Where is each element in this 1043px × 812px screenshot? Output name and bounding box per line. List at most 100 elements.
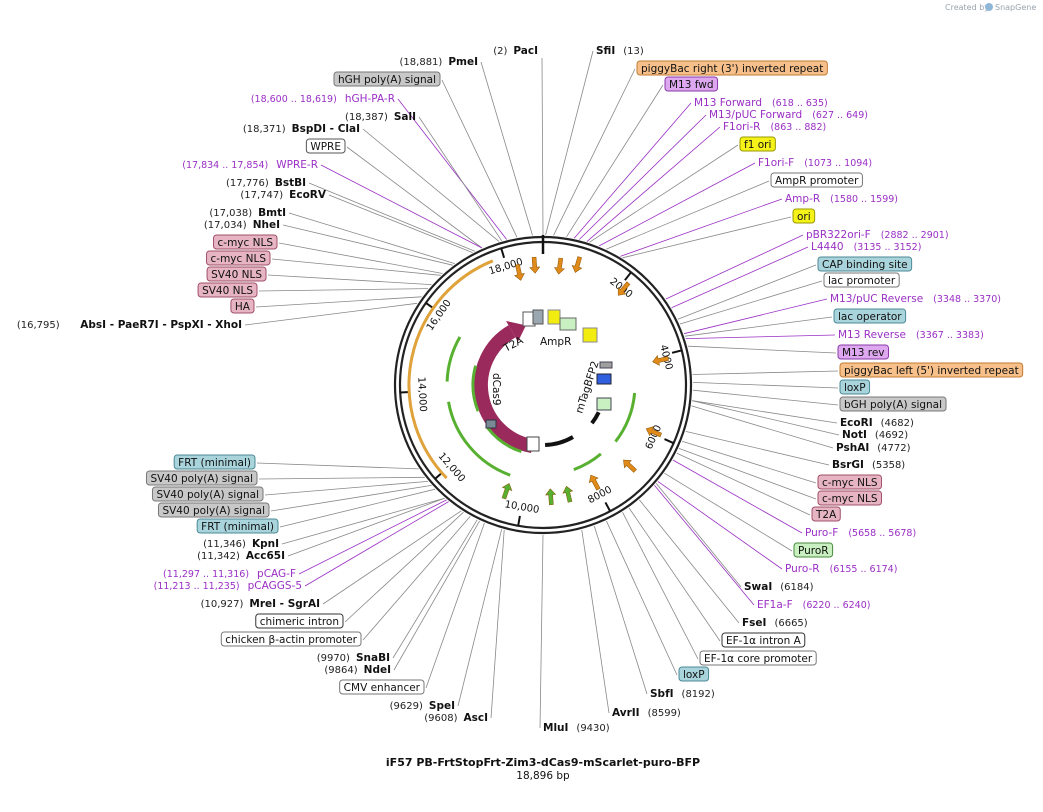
enzyme-position: (9608)	[424, 713, 457, 724]
map-label-c-myc-nls[interactable]: c-myc NLS	[206, 250, 271, 266]
map-label-m13-puc-forward[interactable]: M13/pUC Forward(627 .. 649)	[709, 109, 868, 121]
map-label-hgh-poly-a-signal[interactable]: hGH poly(A) signal	[333, 71, 441, 87]
feature-label-box	[770, 172, 863, 188]
map-label-fsei[interactable]: FseI(6665)	[742, 617, 808, 629]
map-label-nhei[interactable]: NheI(17,034)	[204, 219, 280, 231]
leader-line	[566, 84, 664, 238]
map-label-kpni[interactable]: KpnI(11,346)	[203, 538, 279, 550]
map-label-ecorv[interactable]: EcoRV(17,747)	[240, 189, 326, 201]
feature-glyph	[547, 309, 561, 325]
enzyme-position: (4772)	[877, 443, 910, 454]
primer-position: (863 .. 882)	[770, 122, 826, 133]
map-label-f1-ori[interactable]: f1 ori	[739, 136, 776, 152]
map-label-mlui[interactable]: MluI(9430)	[543, 722, 610, 734]
enzyme-name-extra: - ClaI	[326, 123, 360, 135]
map-label-chimeric-intron[interactable]: chimeric intron	[255, 613, 344, 629]
map-label-f1ori-f[interactable]: F1ori-F(1073 .. 1094)	[758, 157, 872, 169]
map-label-sfii[interactable]: SfiI(13)	[596, 45, 644, 57]
map-label-sbfi[interactable]: SbfI(8192)	[650, 688, 715, 700]
map-label-sv40-nls[interactable]: SV40 NLS	[206, 266, 267, 282]
map-label-cap-binding-site[interactable]: CAP binding site	[817, 256, 913, 272]
primer-name: M13/pUC Forward	[709, 109, 802, 121]
map-label-c-myc-nls[interactable]: c-myc NLS	[817, 490, 882, 506]
map-label-c-myc-nls[interactable]: c-myc NLS	[213, 234, 278, 250]
map-label-ecori[interactable]: EcoRI(4682)	[840, 417, 914, 429]
map-label-ef-1-intron-a[interactable]: EF-1α intron A	[721, 632, 806, 648]
map-label-bgh-poly-a-signal[interactable]: bGH poly(A) signal	[839, 396, 947, 412]
map-label-m13-puc-reverse[interactable]: M13/pUC Reverse(3348 .. 3370)	[830, 293, 1001, 305]
enzyme-name-main: SpeI	[429, 700, 455, 712]
feature-label-box	[739, 136, 776, 152]
map-label-pcaggs-5[interactable]: pCAGGS-5(11,213 .. 11,235)	[154, 580, 302, 592]
map-label-piggybac-left-5-inverted-repeat[interactable]: piggyBac left (5') inverted repeat	[839, 362, 1024, 378]
map-label-paci[interactable]: PacI(2)	[493, 45, 538, 57]
leader-line	[258, 288, 429, 292]
map-label-hgh-pa-r[interactable]: hGH-PA-R(18,600 .. 18,619)	[251, 93, 395, 105]
map-label-bmti[interactable]: BmtI(17,038)	[209, 207, 286, 219]
feature-direction-arrow	[514, 263, 525, 281]
map-label-lac-promoter[interactable]: lac promoter	[823, 272, 900, 288]
map-label-amp-r[interactable]: Amp-R(1580 .. 1599)	[785, 193, 898, 205]
enzyme-position: (18,387)	[345, 112, 388, 123]
map-label-wpre[interactable]: WPRE	[305, 138, 346, 154]
map-label-sv40-nls[interactable]: SV40 NLS	[197, 282, 258, 298]
primer-position: (2882 .. 2901)	[881, 230, 949, 241]
map-label-loxp[interactable]: loxP	[839, 379, 871, 395]
map-label-frt-minimal[interactable]: FRT (minimal)	[173, 454, 256, 470]
enzyme-name-main: BmtI	[258, 207, 286, 219]
map-label-pshai[interactable]: PshAI(4772)	[836, 442, 911, 454]
map-label-m13-rev[interactable]: M13 rev	[837, 344, 890, 360]
map-label-ha[interactable]: HA	[230, 298, 255, 314]
map-label-sv40-poly-a-signal[interactable]: SV40 poly(A) signal	[145, 470, 258, 486]
map-label-mrei[interactable]: MreI - SgrAI(10,927)	[201, 598, 320, 610]
map-label-pbr322ori-f[interactable]: pBR322ori-F(2882 .. 2901)	[806, 229, 949, 241]
map-label-bstbi[interactable]: BstBI(17,776)	[226, 177, 306, 189]
map-label-loxp[interactable]: loxP	[678, 666, 710, 682]
map-label-c-myc-nls[interactable]: c-myc NLS	[817, 474, 882, 490]
primer-position: (6155 .. 6174)	[830, 564, 898, 575]
map-label-asci[interactable]: AscI(9608)	[424, 712, 488, 724]
leader-line	[685, 334, 836, 339]
map-label-t2a[interactable]: T2A	[811, 506, 841, 522]
map-label-ndei[interactable]: NdeI(9864)	[324, 664, 391, 676]
map-label-ori[interactable]: ori	[792, 208, 816, 224]
map-label-sv40-poly-a-signal[interactable]: SV40 poly(A) signal	[157, 502, 270, 518]
map-label-noti[interactable]: NotI(4692)	[842, 429, 908, 441]
map-label-l4440[interactable]: L4440(3135 .. 3152)	[811, 241, 921, 253]
feature-label-box	[837, 344, 890, 360]
map-label-ef1a-f[interactable]: EF1a-F(6220 .. 6240)	[757, 599, 870, 611]
map-label-puro-f[interactable]: Puro-F(5658 .. 5678)	[805, 527, 916, 539]
map-label-swai[interactable]: SwaI(6184)	[744, 581, 814, 593]
map-label-snabi[interactable]: SnaBI(9970)	[317, 652, 390, 664]
map-label-pcag-f[interactable]: pCAG-F(11,297 .. 11,316)	[163, 568, 296, 580]
map-label-lac-operator[interactable]: lac operator	[833, 308, 907, 324]
map-label-bspdi[interactable]: BspDI - ClaI(18,371)	[243, 123, 360, 135]
map-label-spei[interactable]: SpeI(9629)	[390, 700, 455, 712]
map-label-cmv-enhancer[interactable]: CMV enhancer	[339, 679, 425, 695]
map-label-sv40-poly-a-signal[interactable]: SV40 poly(A) signal	[151, 486, 264, 502]
feature-label-box	[636, 60, 828, 76]
primer-position: (6220 .. 6240)	[803, 600, 871, 611]
map-label-m13-forward[interactable]: M13 Forward(618 .. 635)	[694, 97, 828, 109]
map-label-pmei[interactable]: PmeI(18,881)	[400, 56, 478, 68]
feature-label-text: PuroR	[798, 545, 829, 557]
map-label-chicken-actin-promoter[interactable]: chicken β-actin promoter	[220, 631, 362, 647]
map-label-f1ori-r[interactable]: F1ori-R(863 .. 882)	[723, 121, 826, 133]
map-label-puror[interactable]: PuroR	[793, 542, 834, 558]
map-label-ef-1-core-promoter[interactable]: EF-1α core promoter	[699, 650, 817, 666]
map-label-sali[interactable]: SalI (18,387)	[345, 111, 416, 123]
inner-labels: T2A AmpR dCas9 mTagBFP2	[490, 334, 602, 415]
map-label-ampr-promoter[interactable]: AmpR promoter	[770, 172, 863, 188]
map-label-m13-reverse[interactable]: M13 Reverse(3367 .. 3383)	[838, 329, 984, 341]
map-label-avrii[interactable]: AvrII(8599)	[612, 707, 681, 719]
map-label-m13-fwd[interactable]: M13 fwd	[664, 76, 719, 92]
map-label-puro-r[interactable]: Puro-R(6155 .. 6174)	[785, 563, 897, 575]
plasmid-length: 18,896 bp	[516, 770, 570, 782]
map-label-acc65i[interactable]: Acc65I(11,342)	[197, 550, 285, 562]
map-label-frt-minimal[interactable]: FRT (minimal)	[196, 518, 279, 534]
map-label-bsrgi[interactable]: BsrGI(5358)	[832, 459, 905, 471]
enzyme-name-main: SalI	[394, 111, 416, 123]
map-label-wpre-r[interactable]: WPRE-R(17,834 .. 17,854)	[182, 159, 318, 171]
map-label-piggybac-right-3-inverted-repeat[interactable]: piggyBac right (3') inverted repeat	[636, 60, 828, 76]
map-label-absi[interactable]: AbsI - PaeR7I - PspXI - XhoI(16,795)	[17, 319, 242, 331]
